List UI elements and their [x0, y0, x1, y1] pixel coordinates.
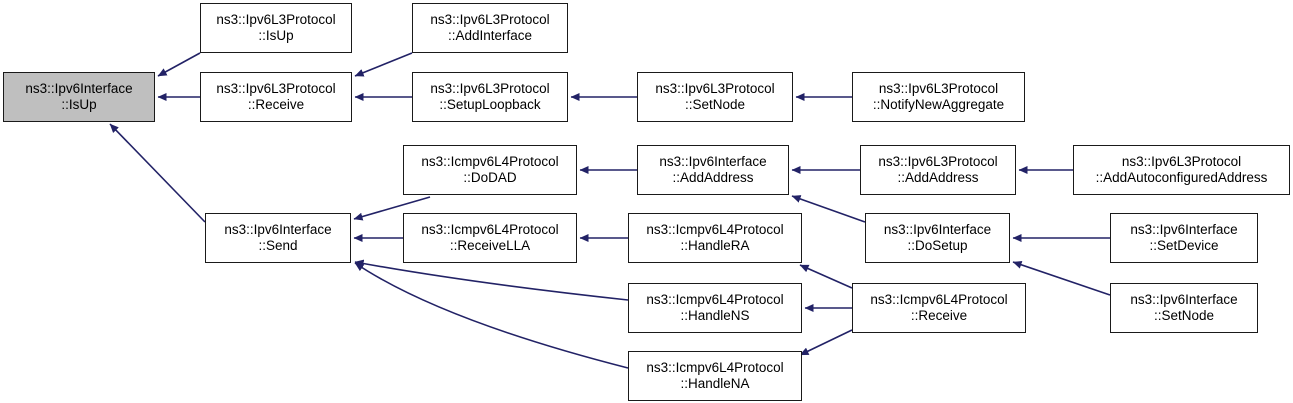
node-label-member: ::AddAddress [897, 170, 979, 185]
node-label-member: ::NotifyNewAggregate [872, 97, 1005, 112]
node-label-scope: ns3::Ipv6Interface [1130, 222, 1238, 237]
node-label-member: ::DoDAD [463, 170, 517, 185]
node-ipv6l3protocol-notifynewaggregate[interactable]: ns3::Ipv6L3Protocol::NotifyNewAggregate [852, 72, 1025, 122]
node-label-scope: ns3::Ipv6L3Protocol [878, 154, 998, 169]
node-ipv6l3protocol-addautoconfiguredaddress[interactable]: ns3::Ipv6L3Protocol::AddAutoconfiguredAd… [1073, 145, 1290, 195]
node-label-member: ::AddAddress [672, 170, 754, 185]
node-label-member: ::IsUp [258, 28, 294, 43]
node-ipv6interface-setnode[interactable]: ns3::Ipv6Interface::SetNode [1110, 283, 1258, 333]
node-ipv6interface-setdevice[interactable]: ns3::Ipv6Interface::SetDevice [1110, 213, 1258, 263]
node-label-scope: ns3::Ipv6L3Protocol [878, 81, 999, 96]
node-icmpv6l4protocol-receive[interactable]: ns3::Icmpv6L4Protocol::Receive [852, 283, 1026, 333]
node-label-member: ::AddAutoconfiguredAddress [1095, 170, 1268, 185]
node-label-scope: ns3::Ipv6Interface [883, 222, 992, 237]
node-label-member: ::HandleRA [680, 238, 750, 253]
edge-ipv6l3protocol-isup-to-ipv6interface-isup [157, 52, 201, 77]
edge-ipv6interface-send-to-ipv6interface-isup [109, 123, 206, 223]
node-ipv6l3protocol-setnode[interactable]: ns3::Ipv6L3Protocol::SetNode [637, 72, 793, 122]
node-icmpv6l4protocol-dodad[interactable]: ns3::Icmpv6L4Protocol::DoDAD [403, 145, 577, 195]
node-icmpv6l4protocol-receivella[interactable]: ns3::Icmpv6L4Protocol::ReceiveLLA [403, 213, 577, 263]
node-label-member: ::Receive [247, 97, 305, 112]
node-ipv6l3protocol-isup[interactable]: ns3::Ipv6L3Protocol::IsUp [200, 3, 352, 53]
node-ipv6l3protocol-addinterface[interactable]: ns3::Ipv6L3Protocol::AddInterface [412, 3, 568, 53]
node-ipv6interface-send[interactable]: ns3::Ipv6Interface::Send [205, 213, 351, 263]
edge-icmpv6l4protocol-handlens-to-ipv6interface-send [354, 259, 629, 301]
node-label-member: ::IsUp [61, 97, 97, 112]
edge-ipv6interface-setnode-to-ipv6interface-dosetup [1012, 260, 1111, 296]
node-ipv6l3protocol-setuploopback[interactable]: ns3::Ipv6L3Protocol::SetupLoopback [412, 72, 568, 122]
node-label-member: ::Send [258, 238, 298, 253]
node-label-scope: ns3::Ipv6Interface [25, 81, 133, 96]
node-label-scope: ns3::Ipv6L3Protocol [655, 81, 775, 96]
node-label-scope: ns3::Icmpv6L4Protocol [646, 360, 784, 375]
node-label-scope: ns3::Icmpv6L4Protocol [646, 292, 784, 307]
edge-icmpv6l4protocol-receive-to-icmpv6l4protocol-handlera [799, 264, 853, 289]
edge-ipv6interface-dosetup-to-ipv6interface-addaddress [791, 195, 866, 223]
node-icmpv6l4protocol-handlens[interactable]: ns3::Icmpv6L4Protocol::HandleNS [628, 283, 802, 333]
node-label-scope: ns3::Icmpv6L4Protocol [646, 222, 784, 237]
node-ipv6interface-isup[interactable]: ns3::Ipv6Interface::IsUp [3, 72, 155, 122]
node-label-scope: ns3::Icmpv6L4Protocol [421, 222, 559, 237]
node-ipv6interface-dosetup[interactable]: ns3::Ipv6Interface::DoSetup [865, 213, 1010, 263]
node-label-member: ::DoSetup [907, 238, 968, 253]
node-label-member: ::ReceiveLLA [449, 238, 531, 253]
node-label-member: ::SetNode [684, 97, 746, 112]
node-label-scope: ns3::Icmpv6L4Protocol [421, 154, 559, 169]
node-label-scope: ns3::Icmpv6L4Protocol [870, 292, 1008, 307]
node-ipv6l3protocol-addaddress[interactable]: ns3::Ipv6L3Protocol::AddAddress [860, 145, 1016, 195]
node-icmpv6l4protocol-handlena[interactable]: ns3::Icmpv6L4Protocol::HandleNA [628, 351, 802, 401]
node-label-scope: ns3::Ipv6L3Protocol [430, 12, 550, 27]
node-label-member: ::SetNode [1153, 308, 1215, 323]
node-label-scope: ns3::Ipv6L3Protocol [1121, 154, 1242, 169]
node-label-scope: ns3::Ipv6L3Protocol [430, 81, 550, 96]
node-ipv6l3protocol-receive[interactable]: ns3::Ipv6L3Protocol::Receive [200, 72, 352, 122]
edge-icmpv6l4protocol-handlena-to-ipv6interface-send [354, 262, 629, 369]
node-label-scope: ns3::Ipv6Interface [659, 154, 767, 169]
node-label-scope: ns3::Ipv6Interface [224, 222, 332, 237]
node-ipv6interface-addaddress[interactable]: ns3::Ipv6Interface::AddAddress [637, 145, 789, 195]
edge-ipv6l3protocol-addinterface-to-ipv6l3protocol-receive [354, 52, 413, 77]
node-label-scope: ns3::Ipv6Interface [1130, 292, 1238, 307]
node-label-member: ::Receive [910, 308, 968, 323]
node-label-member: ::AddInterface [447, 28, 533, 43]
node-icmpv6l4protocol-handlera[interactable]: ns3::Icmpv6L4Protocol::HandleRA [628, 213, 802, 263]
node-label-member: ::HandleNS [680, 308, 750, 323]
node-label-scope: ns3::Ipv6L3Protocol [216, 12, 336, 27]
node-label-scope: ns3::Ipv6L3Protocol [216, 81, 336, 96]
node-label-member: ::HandleNA [680, 376, 750, 391]
edge-icmpv6l4protocol-receive-to-icmpv6l4protocol-handlena [799, 329, 853, 356]
node-label-member: ::SetDevice [1149, 238, 1219, 253]
node-label-member: ::SetupLoopback [439, 97, 541, 112]
